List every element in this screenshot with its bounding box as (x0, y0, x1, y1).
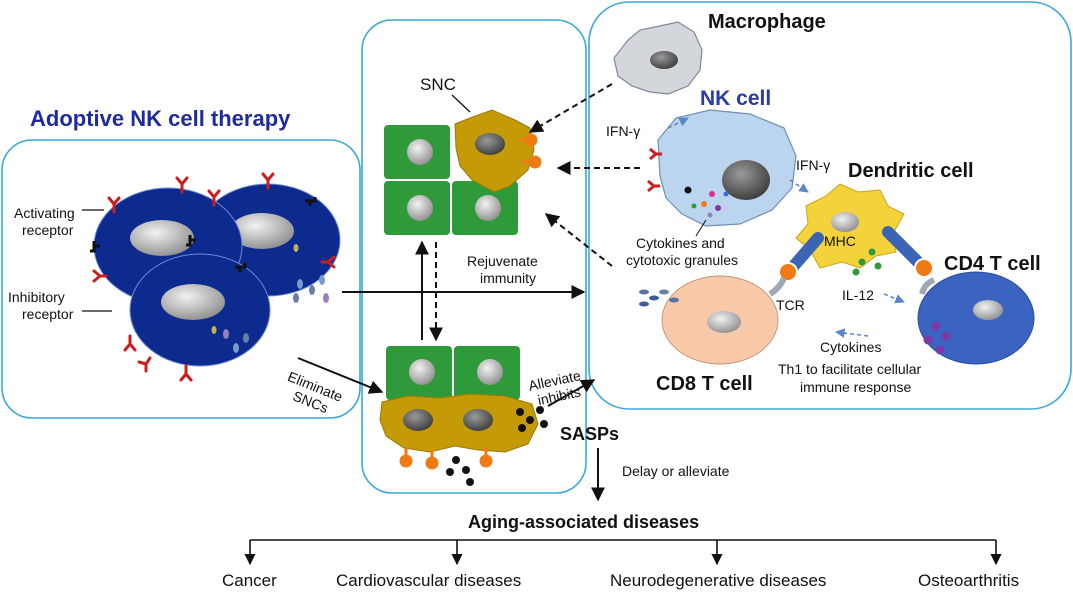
nucleus (230, 213, 294, 249)
nucleus (722, 160, 770, 200)
nk-granules (211, 244, 329, 353)
cd4-cytokines (923, 321, 951, 355)
disease-neurodegenerative: Neurodegenerative diseases (610, 571, 826, 590)
cd8-granules (639, 289, 679, 307)
dendritic-cell (795, 183, 905, 269)
arrow-macrophage-to-snc (528, 83, 613, 133)
ifn-gamma-right-label: IFN-γ (796, 157, 830, 173)
cd4-t-cell (917, 271, 1035, 365)
svg-text:Inhibitory: Inhibitory (8, 289, 65, 305)
cytokines-granules-label-2: cytotoxic granules (626, 252, 738, 268)
svg-text:immunity: immunity (480, 270, 536, 286)
cytokines-label: Cytokines (820, 339, 881, 355)
nk-cell-label: NK cell (700, 87, 771, 110)
arrow-cd8-to-snc (544, 213, 613, 267)
nucleus (475, 133, 505, 155)
svg-text:receptor: receptor (22, 306, 74, 322)
ifn-gamma-left-label: IFN-γ (606, 123, 640, 139)
nk-right-receptors (647, 147, 662, 193)
left-panel-title: Adoptive NK cell therapy (30, 106, 291, 131)
cd8-t-cell-label: CD8 T cell (656, 373, 753, 395)
nucleus (973, 300, 1003, 320)
disease-cardiovascular: Cardiovascular diseases (336, 571, 521, 590)
nucleus (463, 409, 493, 431)
inhibitory-receptor-label: Inhibitory receptor (8, 289, 112, 322)
macrophage-label: Macrophage (708, 11, 826, 33)
svg-text:Rejuvenate: Rejuvenate (467, 253, 538, 269)
svg-text:Activating: Activating (14, 205, 75, 221)
arrow-eliminate (297, 357, 384, 394)
nucleus (403, 409, 433, 431)
sasp-dots (446, 406, 548, 486)
cd8-t-cell (639, 275, 787, 365)
delay-label: Delay or alleviate (622, 463, 730, 479)
nk-cell-right (647, 109, 797, 227)
tcr-label: TCR (776, 297, 805, 313)
macrophage-cell (613, 21, 703, 95)
mhc-stalk-right (882, 226, 934, 278)
disease-osteoarthritis: Osteoarthritis (918, 571, 1019, 590)
nk-right-granules (684, 186, 729, 218)
th1-label: Th1 to facilitate cellular (778, 361, 922, 377)
mhc-label: MHC (824, 233, 856, 249)
activating-receptors (92, 172, 336, 382)
disease-tree (244, 539, 1002, 566)
nucleus (650, 51, 678, 69)
il12-dots (852, 248, 882, 276)
nucleus (161, 284, 225, 320)
nk-cell-group (90, 172, 341, 382)
cd4-t-cell-label: CD4 T cell (944, 253, 1041, 275)
nucleus (475, 195, 501, 221)
nucleus (831, 212, 859, 232)
alleviate-label: Alleviate inhibits (527, 367, 582, 408)
cytokines-granules-label: Cytokines and (636, 235, 725, 251)
th1-label-2: immune response (800, 379, 911, 395)
nucleus (130, 220, 194, 256)
senescent-cell-top (454, 109, 542, 193)
mhc-stalk-left (778, 232, 824, 282)
svg-text:receptor: receptor (22, 222, 74, 238)
cytokines-arrow (835, 328, 869, 338)
ifn-right-arrow (789, 179, 809, 193)
nucleus (477, 359, 503, 385)
nucleus (407, 139, 433, 165)
cytokines-pointer (695, 219, 707, 237)
snc-pointer-line (451, 94, 471, 113)
arrow-alleviate (547, 379, 596, 407)
nucleus (707, 311, 741, 333)
snc-bottom-receptors (399, 448, 493, 470)
dendritic-cell-label: Dendritic cell (848, 160, 974, 182)
disease-cancer: Cancer (222, 571, 277, 590)
sasps-label: SASPs (560, 424, 619, 444)
aging-title: Aging-associated diseases (468, 512, 699, 532)
eliminate-label: Eliminate SNCs (286, 368, 346, 416)
middle-panel-box (361, 19, 587, 494)
snc-label: SNC (420, 75, 456, 94)
il12-arrow (883, 293, 905, 304)
mixed-tissue-bottom (379, 346, 548, 486)
nucleus (409, 359, 435, 385)
il-12-label: IL-12 (842, 287, 874, 303)
inhibitory-receptors (90, 197, 317, 272)
activating-receptor-label: Activating receptor (14, 205, 104, 238)
rejuvenate-label: Rejuvenate immunity (467, 253, 538, 286)
right-panel-box (588, 1, 1072, 410)
left-panel-box (1, 139, 361, 419)
nucleus (407, 195, 433, 221)
snc-receptors (518, 133, 542, 169)
ifn-left-arrow (667, 117, 689, 129)
healthy-tissue-top (384, 125, 518, 235)
